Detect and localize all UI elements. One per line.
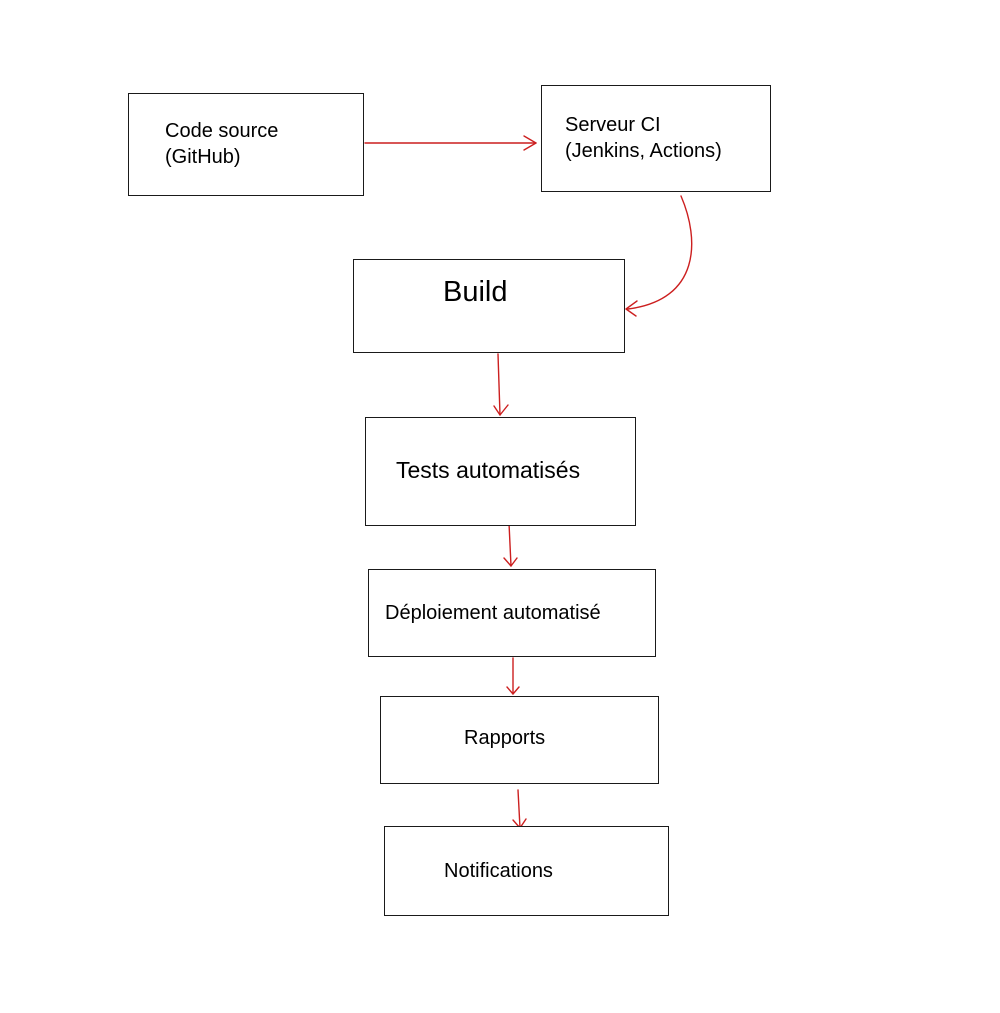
node-notifications-label: Notifications [444, 860, 553, 882]
node-serveur-ci: Serveur CI (Jenkins, Actions) [541, 85, 771, 192]
node-deploiement-label: Déploiement automatisé [385, 602, 601, 624]
node-code-source-label: Code source (GitHub) [165, 118, 278, 171]
code-source-line2: (GitHub) [165, 146, 241, 169]
serveur-ci-line1: Serveur CI [565, 114, 661, 136]
arrowhead-serveur-ci [523, 135, 537, 151]
node-rapports-label: Rapports [464, 727, 546, 749]
node-tests-label: Tests automatisés [396, 457, 581, 483]
node-tests: Tests automatisés [365, 417, 636, 526]
code-source-line1: Code source [165, 120, 279, 142]
edge-serveur-ci-to-build [627, 195, 693, 310]
node-deploiement: Déploiement automatisé [368, 569, 656, 657]
edge-tests-to-deploiement [508, 522, 512, 567]
node-code-source: Code source (GitHub) [128, 93, 364, 196]
arrowhead-deploiement [503, 557, 518, 567]
node-notifications: Notifications [384, 826, 669, 916]
arrowhead-rapports [506, 686, 520, 695]
arrowhead-build [625, 300, 638, 317]
node-build-label: Build [443, 276, 508, 308]
edge-rapports-to-notifications [517, 789, 521, 829]
edge-build-to-tests [497, 353, 501, 416]
node-rapports: Rapports [380, 696, 659, 784]
node-build: Build [353, 259, 625, 353]
node-serveur-ci-label: Serveur CI (Jenkins, Actions) [565, 112, 722, 165]
serveur-ci-line2: (Jenkins, Actions) [565, 140, 722, 163]
arrowhead-tests [493, 404, 509, 416]
